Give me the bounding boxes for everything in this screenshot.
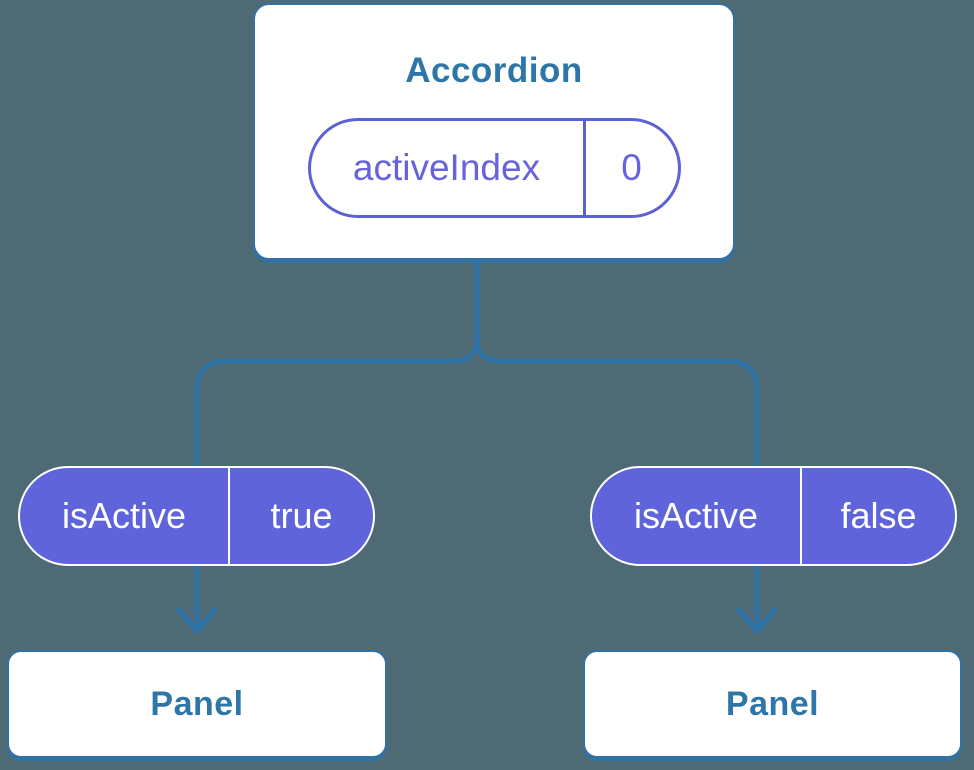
state-pill-label: activeIndex <box>311 121 586 215</box>
panel-title: Panel <box>150 684 244 723</box>
state-pill: activeIndex 0 <box>307 118 681 218</box>
state-pill-value: 0 <box>621 147 642 188</box>
accordion-card: Accordion activeIndex 0 <box>253 3 735 260</box>
prop-pill-value: true <box>270 495 333 536</box>
panel-title: Panel <box>725 684 820 723</box>
prop-pill-label: isActive <box>592 468 802 564</box>
prop-pill-value: false <box>840 495 917 536</box>
branch-line-right <box>474 263 760 466</box>
branch-line-left <box>194 263 480 466</box>
panel-card-right: Panel <box>583 650 962 758</box>
prop-pill-label: isActive <box>20 468 230 564</box>
prop-pill-is-active-false: isActive false <box>590 466 957 566</box>
arrow-down-left-icon <box>176 566 218 634</box>
accordion-title: Accordion <box>405 51 583 90</box>
prop-pill-is-active-true: isActive true <box>18 466 375 566</box>
panel-card-left: Panel <box>7 650 387 758</box>
arrow-down-right-icon <box>736 566 778 634</box>
